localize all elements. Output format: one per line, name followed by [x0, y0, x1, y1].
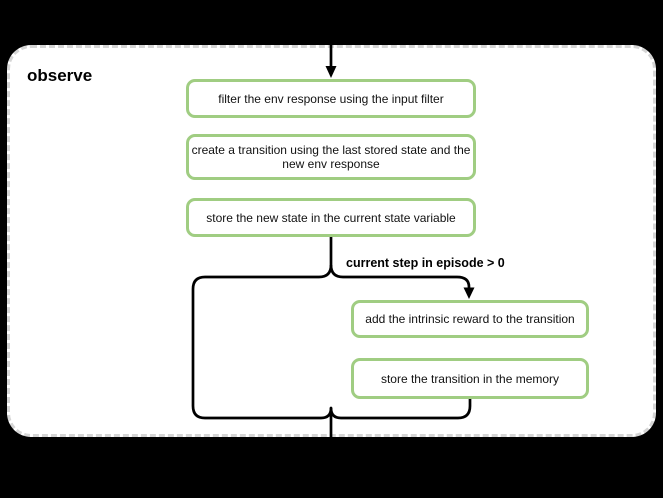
node-store-transition: store the transition in the memory: [351, 358, 589, 399]
node-create-transition: create a transition using the last store…: [186, 134, 476, 180]
node-store-new-state: store the new state in the current state…: [186, 198, 476, 237]
branch-condition-label: current step in episode > 0: [346, 256, 505, 270]
group-title-observe: observe: [27, 66, 93, 85]
node-add-intrinsic-reward: add the intrinsic reward to the transiti…: [351, 300, 589, 338]
node-filter-env-response: filter the env response using the input …: [186, 79, 476, 118]
